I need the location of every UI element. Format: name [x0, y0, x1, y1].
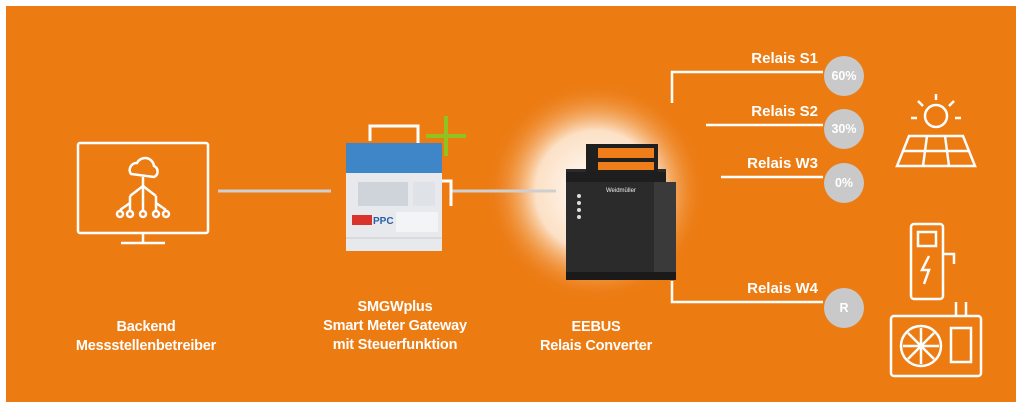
svg-text:Weidmüller: Weidmüller — [606, 188, 636, 194]
converter-device: Weidmüller — [566, 144, 676, 280]
gateway-label: SMGWplus Smart Meter Gateway mit Steuerf… — [306, 298, 484, 355]
converter-label-line1: EEBUS — [571, 319, 621, 335]
ev-charger-icon — [909, 222, 956, 301]
relay-s1-badge: 60% — [824, 56, 864, 96]
backend-label-line2: Messstellenbetreiber — [75, 338, 217, 354]
heat-pump-icon — [889, 302, 983, 378]
converter-label: EEBUS Relais Converter — [531, 318, 661, 356]
backend-label-line1: Backend — [116, 319, 176, 335]
relay-line-w4 — [670, 281, 823, 304]
gateway-label-line3: mit Steuerfunktion — [332, 337, 458, 353]
gateway-label-line1: SMGWplus — [357, 299, 433, 315]
svg-text:PPC: PPC — [373, 216, 394, 227]
diagram-canvas: PPC Weidmüller — [6, 6, 1016, 402]
backend-label: Backend Messstellenbetreiber — [66, 318, 226, 356]
converter-label-line2: Relais Converter — [539, 338, 653, 354]
relay-s1-name: Relais S1 — [751, 50, 818, 67]
relay-w3-badge: 0% — [824, 163, 864, 203]
monitor-network-icon — [76, 141, 210, 245]
sun-icon — [911, 94, 961, 129]
relay-w4-name: Relais W4 — [747, 280, 818, 297]
gateway-device: PPC — [346, 124, 453, 251]
relay-s2-name: Relais S2 — [751, 103, 818, 120]
relay-line-s1 — [670, 70, 823, 103]
gateway-label-line2: Smart Meter Gateway — [323, 318, 467, 334]
relay-s2-badge: 30% — [824, 109, 864, 149]
relay-w3-name: Relais W3 — [747, 155, 818, 172]
solar-panel-icon — [895, 134, 977, 168]
relay-lines — [670, 70, 823, 304]
relay-w4-badge: R — [824, 288, 864, 328]
plus-icon — [426, 116, 466, 156]
diagram-graphics: PPC Weidmüller — [76, 70, 983, 378]
